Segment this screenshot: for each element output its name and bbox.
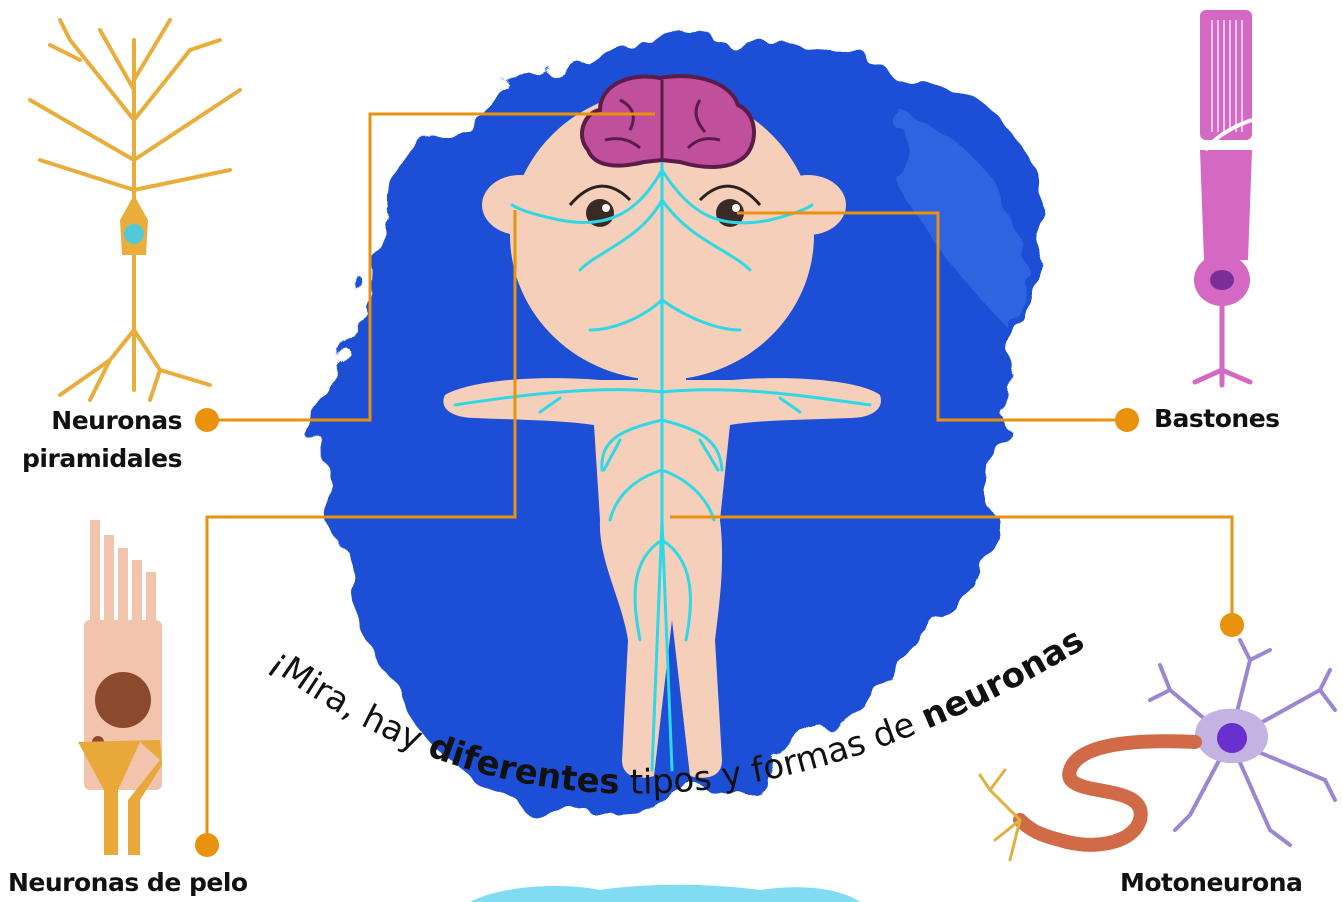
label-rods: Bastones bbox=[1154, 400, 1280, 438]
caption-part-3: ! bbox=[0, 0, 8, 9]
leader-dot-motor bbox=[1220, 613, 1244, 637]
brain bbox=[582, 76, 754, 167]
hair-cell-nucleus bbox=[95, 672, 151, 728]
label-hair-neurons: Neuronas de pelo bbox=[8, 864, 248, 902]
rod-nucleus bbox=[1210, 270, 1234, 290]
pyramidal-neuron-illustration bbox=[30, 20, 240, 400]
label-pyramidal-line-2: piramidales bbox=[0, 440, 182, 478]
hair-cell-illustration bbox=[78, 520, 162, 855]
motor-axon-terminals bbox=[980, 770, 1020, 860]
cyan-splash-bottom bbox=[470, 885, 860, 902]
leader-dot-hair bbox=[195, 833, 219, 857]
motor-axon bbox=[1020, 741, 1195, 845]
pyramidal-nucleus bbox=[124, 224, 144, 244]
rod-axon bbox=[1195, 305, 1250, 385]
motor-nucleus bbox=[1217, 723, 1247, 753]
caption-bold-2: neuronas bbox=[915, 620, 1091, 737]
label-pyramidal-line-1: Neuronas bbox=[0, 402, 182, 440]
label-motor-neuron: Motoneurona bbox=[1120, 864, 1302, 902]
brain-shape bbox=[582, 76, 754, 167]
leader-dot-rods bbox=[1115, 408, 1139, 432]
rod-inner-segment bbox=[1200, 150, 1252, 260]
leader-dot-pyramidal bbox=[195, 408, 219, 432]
label-pyramidal-neurons: Neuronas piramidales bbox=[0, 402, 182, 478]
rod-outer-segment bbox=[1200, 10, 1252, 140]
hair-cell-stereocilia bbox=[90, 520, 156, 630]
rod-cell-illustration bbox=[1194, 10, 1252, 385]
